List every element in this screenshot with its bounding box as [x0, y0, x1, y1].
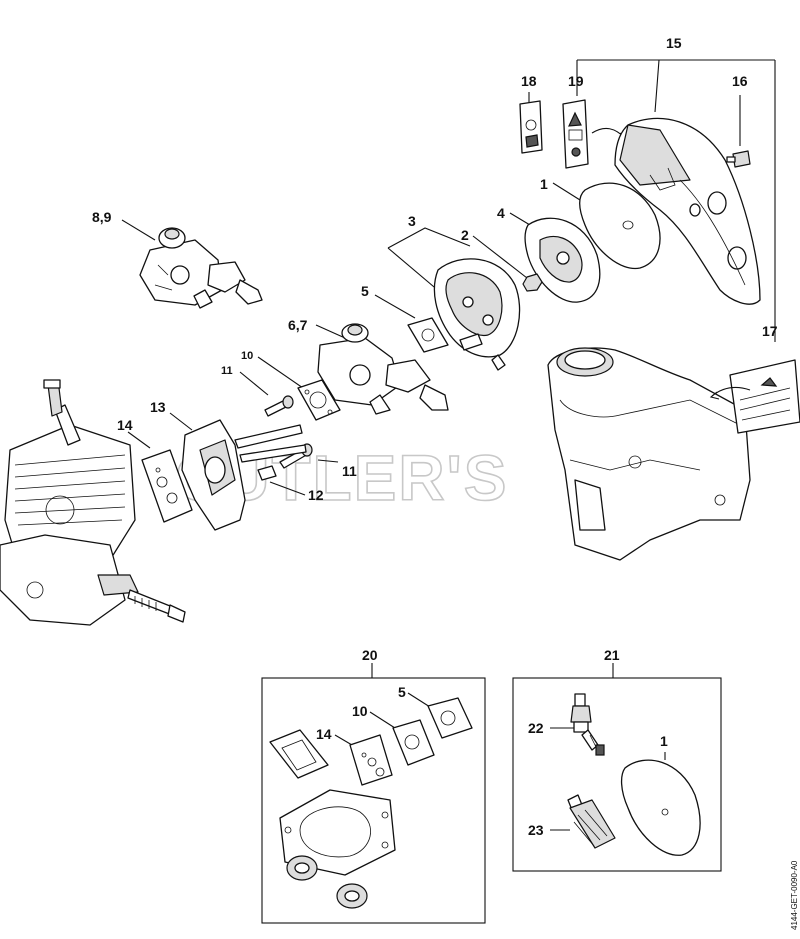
label-8-9: 8,9 [92, 209, 112, 225]
label-17: 17 [762, 323, 778, 339]
carburetor-8-9 [121, 219, 263, 309]
gasket-5 [374, 294, 449, 353]
label-6-7: 6,7 [288, 317, 308, 333]
engine [0, 379, 186, 626]
nut-2 [472, 235, 543, 292]
kit20-label-14: 14 [316, 726, 332, 742]
label-12: 12 [308, 487, 324, 503]
drawing-code: 4144-GET-0090-A0 [790, 860, 799, 930]
label-18: 18 [521, 73, 537, 89]
label-5: 5 [361, 283, 369, 299]
label-13: 13 [150, 399, 166, 415]
label-3: 3 [408, 213, 416, 229]
label-11-upper: 11 [221, 365, 233, 377]
carb-box-3 [387, 227, 521, 371]
label-4: 4 [497, 205, 505, 221]
kit-21 [512, 663, 722, 872]
decal-17 [709, 359, 800, 434]
label-14: 14 [117, 417, 133, 433]
baffle-4 [509, 212, 601, 303]
kit20-label-5: 5 [398, 684, 406, 700]
screw-11-upper [239, 371, 294, 417]
label-1: 1 [540, 176, 548, 192]
manifold-13 [169, 412, 307, 531]
filter-cover-15 [614, 117, 761, 305]
label-2: 2 [461, 227, 469, 243]
label-15: 15 [666, 35, 682, 51]
decal-19 [562, 99, 628, 169]
kit20-label-10: 10 [352, 703, 368, 719]
gasket-14 [127, 431, 193, 523]
label-19: 19 [568, 73, 584, 89]
label-11-lower: 11 [342, 463, 357, 479]
air-filter-1 [552, 182, 661, 270]
label-21: 21 [604, 647, 620, 663]
kit21-label-22: 22 [528, 720, 544, 736]
kit-20 [261, 663, 486, 924]
label-20: 20 [362, 647, 378, 663]
gasket-10 [257, 356, 341, 421]
carburetor-6-7 [315, 323, 449, 415]
kit21-label-23: 23 [528, 822, 544, 838]
callout-15 [576, 59, 776, 342]
label-16: 16 [732, 73, 748, 89]
kit21-label-1: 1 [660, 733, 668, 749]
housing [547, 347, 751, 561]
label-10: 10 [241, 350, 253, 362]
clip-12 [257, 465, 306, 496]
decal-18 [519, 92, 543, 154]
screw-16 [726, 150, 751, 168]
